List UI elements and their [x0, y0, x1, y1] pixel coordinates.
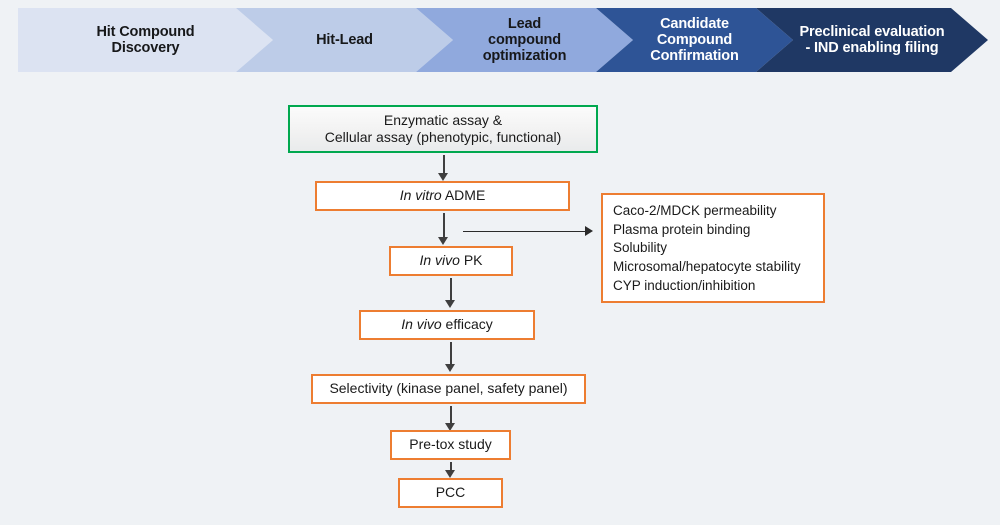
arrow-in-vitro-adme-to-in-vivo-pk [438, 213, 449, 245]
adme-note-item: Microsomal/hepatocyte stability [613, 258, 801, 274]
assay-line-1: Enzymatic assay & [383, 111, 503, 128]
adme-note-item: CYP induction/inhibition [613, 277, 756, 293]
node-in-vivo-pk[interactable]: In vivo PK [389, 246, 513, 276]
node-label: PCC [435, 484, 466, 501]
node-in-vitro-adme[interactable]: In vitro ADME [315, 181, 570, 211]
node-enzymatic-cellular-assay[interactable]: Enzymatic assay & Cellular assay (phenot… [288, 105, 598, 153]
node-pcc[interactable]: PCC [398, 478, 503, 508]
in-vivo-efficacy-italic: In vivo [401, 316, 442, 333]
node-adme-assay-notes[interactable]: Caco-2/MDCK permeability Plasma protein … [601, 193, 825, 303]
in-vitro-adme-rest: ADME [441, 187, 486, 204]
arrow-assay-to-in-vitro-adme [438, 155, 449, 181]
stage-chevron-label: Hit Compound Discovery [96, 23, 195, 56]
node-pre-tox-study[interactable]: Pre-tox study [390, 430, 511, 460]
arrow-in-vivo-pk-to-in-vivo-efficacy [445, 278, 456, 308]
node-label: Selectivity (kinase panel, safety panel) [329, 380, 568, 397]
in-vivo-pk-rest: PK [459, 252, 483, 269]
node-in-vivo-efficacy[interactable]: In vivo efficacy [359, 310, 535, 340]
adme-note-item: Caco-2/MDCK permeability [613, 203, 777, 218]
adme-note-item: Solubility [613, 240, 668, 256]
in-vivo-efficacy-rest: efficacy [441, 316, 493, 333]
arrow-in-vitro-adme-to-notes [463, 226, 593, 237]
in-vitro-adme-italic: In vitro [399, 187, 442, 204]
stage-chevron-label: Lead compound optimization [482, 15, 567, 65]
arrow-pre-tox-to-pcc [445, 462, 456, 478]
stage-chevron-label: Preclinical evaluation - IND enabling fi… [799, 23, 945, 56]
node-label-wrapper: Enzymatic assay & Cellular assay (phenot… [325, 112, 562, 147]
node-label-wrapper: In vivo PK [419, 252, 482, 270]
node-label-wrapper: In vivo efficacy [401, 316, 493, 334]
stage-bar: Hit Compound Discovery Hit-Lead Lead com… [18, 8, 988, 72]
arrow-selectivity-to-pre-tox [445, 406, 456, 431]
stage-chevron-hit-compound-discovery[interactable]: Hit Compound Discovery [18, 8, 273, 72]
adme-notes-list: Caco-2/MDCK permeability Plasma protein … [613, 202, 801, 295]
node-label: Pre-tox study [409, 436, 492, 453]
arrow-in-vivo-efficacy-to-selectivity [445, 342, 456, 372]
in-vivo-pk-italic: In vivo [419, 252, 460, 269]
stage-chevron-preclinical-evaluation[interactable]: Preclinical evaluation - IND enabling fi… [756, 8, 988, 72]
stage-chevron-label: Hit-Lead [316, 31, 373, 48]
assay-line-2: Cellular assay (phenotypic, functional) [324, 129, 562, 145]
node-selectivity[interactable]: Selectivity (kinase panel, safety panel) [311, 374, 586, 404]
node-label-wrapper: In vitro ADME [400, 187, 486, 205]
stage-chevron-label: Candidate Compound Confirmation [650, 15, 739, 65]
adme-note-item: Plasma protein binding [613, 221, 751, 237]
